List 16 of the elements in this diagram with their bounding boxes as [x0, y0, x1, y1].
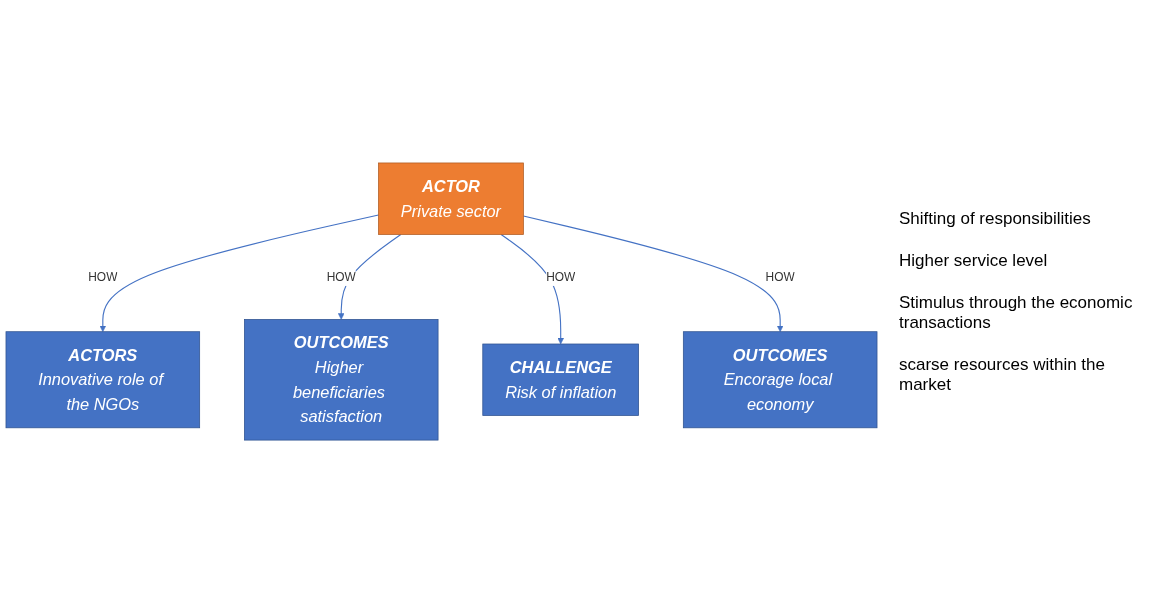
- arrow: [99, 214, 380, 332]
- arrow: [500, 233, 564, 345]
- node-box: ACTORS Innovative role of the NGOs: [5, 331, 201, 429]
- note-text: scarse resources within the market: [899, 354, 1106, 395]
- node-box: OUTCOMES Higher beneficiaries satisfaction: [244, 319, 439, 441]
- node-box: ACTOR Private sector: [378, 162, 524, 235]
- note-text: Stimulus through the economic transactions: [899, 292, 1134, 333]
- edge-label: HOW: [546, 270, 576, 283]
- note-text: Higher service level: [899, 250, 1049, 271]
- edge-label: HOW: [765, 270, 795, 283]
- edge-label: HOW: [326, 270, 356, 283]
- edge-label: HOW: [88, 270, 118, 283]
- node-box: OUTCOMES Encorage local economy: [682, 331, 878, 429]
- arrow: [522, 215, 784, 332]
- note-text: Shifting of responsibilities: [899, 208, 1092, 229]
- node-box: CHALLENGE Risk of inflation: [482, 343, 639, 416]
